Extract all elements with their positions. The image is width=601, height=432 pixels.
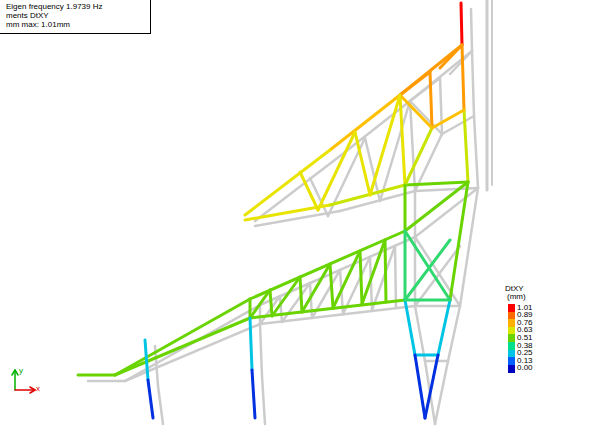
color-swatch <box>508 365 515 373</box>
info-text: mm max: 1.01mm <box>6 20 70 29</box>
undeformed-mast <box>486 0 489 190</box>
deformed-member <box>333 251 360 308</box>
deformed-member <box>300 172 318 210</box>
deformed-member <box>385 240 386 302</box>
deformed-member <box>405 300 415 355</box>
info-text: Eigen frequency 1.9739 Hz <box>6 2 103 11</box>
axis-label: x <box>36 384 40 393</box>
deformed-member <box>404 185 407 231</box>
y-axis-arrow <box>15 370 18 375</box>
deformed-member <box>250 231 405 299</box>
deformed-member <box>252 370 255 418</box>
deformed-member <box>405 231 450 300</box>
deformed-member <box>405 299 450 302</box>
deformed-member <box>330 264 333 308</box>
deformed-member <box>464 110 468 182</box>
deformed-member <box>405 182 468 231</box>
deformed-member <box>425 355 438 418</box>
deformed-member <box>270 290 272 316</box>
undeformed-member <box>395 246 396 308</box>
deformed-member <box>438 300 450 355</box>
undeformed-member <box>260 237 415 305</box>
undeformed-member <box>471 9 472 51</box>
x-axis-arrow <box>30 390 35 393</box>
deformed-member <box>415 355 425 418</box>
legend-value: 0.00 <box>517 364 533 372</box>
undeformed-member <box>410 101 442 134</box>
deformed-member <box>245 150 330 215</box>
undeformed-member <box>435 361 448 424</box>
axis-label: y <box>19 366 23 375</box>
x-axis-arrow <box>15 389 33 391</box>
undeformed-member <box>410 101 415 191</box>
undeformed-member <box>415 188 478 191</box>
undeformed-member <box>280 296 282 322</box>
undeformed-member <box>260 324 262 376</box>
deformed-member <box>440 45 462 68</box>
deformed-member <box>400 72 430 95</box>
undeformed-member <box>474 116 478 188</box>
deformed-member <box>362 240 385 304</box>
deformed-member <box>370 95 400 195</box>
deformed-member <box>405 240 450 300</box>
x-axis-arrow <box>30 387 35 390</box>
deformed-member <box>405 128 432 185</box>
deformed-member <box>250 318 252 370</box>
undeformed-member <box>415 188 478 237</box>
deformed-member <box>148 380 153 418</box>
undeformed-member <box>88 380 125 383</box>
deformed-member <box>272 277 300 316</box>
info-text: ments DtXY <box>6 11 49 20</box>
deformed-member <box>300 277 302 312</box>
deformed-member <box>462 45 464 110</box>
undeformed-member <box>282 283 310 322</box>
deformed-member <box>415 354 438 357</box>
undeformed-member <box>262 376 265 424</box>
deformed-member <box>360 251 362 304</box>
undeformed-member <box>440 78 442 134</box>
y-axis-arrow <box>12 370 15 375</box>
deformed-member <box>400 95 432 128</box>
undeformed-mast <box>491 0 493 185</box>
deformed-member <box>404 231 407 300</box>
legend-box: DtXY(mm)1.010.890.760.630.510.380.250.13… <box>503 283 541 373</box>
deformed-member <box>330 95 400 150</box>
deformed-member <box>115 299 250 375</box>
deformed-member <box>355 132 370 195</box>
undeformed-member <box>448 306 460 361</box>
deformed-member <box>115 318 250 375</box>
deformed-member <box>78 374 115 377</box>
info-box: Eigen frequency 1.9739 Hzments DtXYmm ma… <box>0 0 151 34</box>
undeformed-member <box>158 386 163 424</box>
undeformed-member <box>472 51 474 116</box>
deformed-member <box>405 182 468 185</box>
legend-heading: DtXY <box>505 284 524 293</box>
undeformed-member <box>415 305 460 308</box>
deformed-member <box>432 110 464 128</box>
undeformed-member <box>415 306 425 361</box>
deformed-member <box>145 340 148 380</box>
undeformed-member <box>460 188 478 306</box>
legend-unit: (mm) <box>507 292 526 301</box>
deformed-member <box>302 264 330 312</box>
deformed-member <box>318 132 355 210</box>
y-axis-arrow <box>14 372 16 390</box>
deformed-member <box>461 3 462 45</box>
undeformed-member <box>414 191 417 237</box>
deformed-member <box>400 95 405 185</box>
deformed-member <box>250 290 270 318</box>
deformed-member <box>430 72 432 128</box>
deformed-member <box>450 182 468 300</box>
